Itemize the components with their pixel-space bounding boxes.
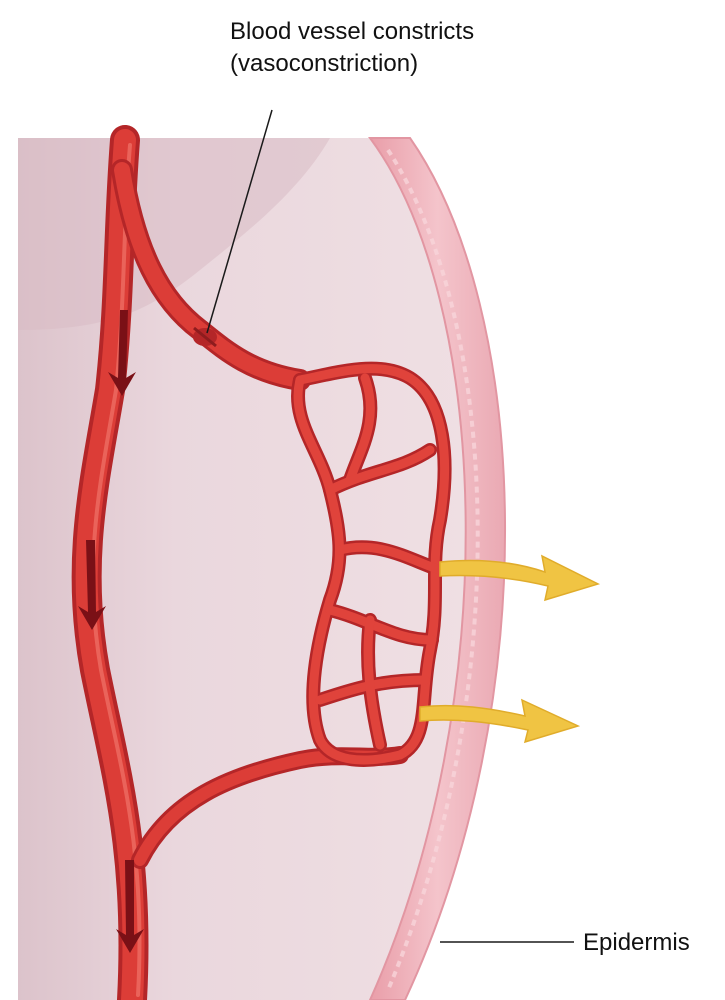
vasoconstriction-label-line2: (vasoconstriction) <box>230 48 474 80</box>
vasoconstriction-label-line1: Blood vessel constricts <box>230 16 474 48</box>
vasoconstriction-label: Blood vessel constricts (vasoconstrictio… <box>230 16 474 80</box>
vessel-constriction <box>193 328 217 346</box>
epidermis-label: Epidermis <box>583 927 690 959</box>
